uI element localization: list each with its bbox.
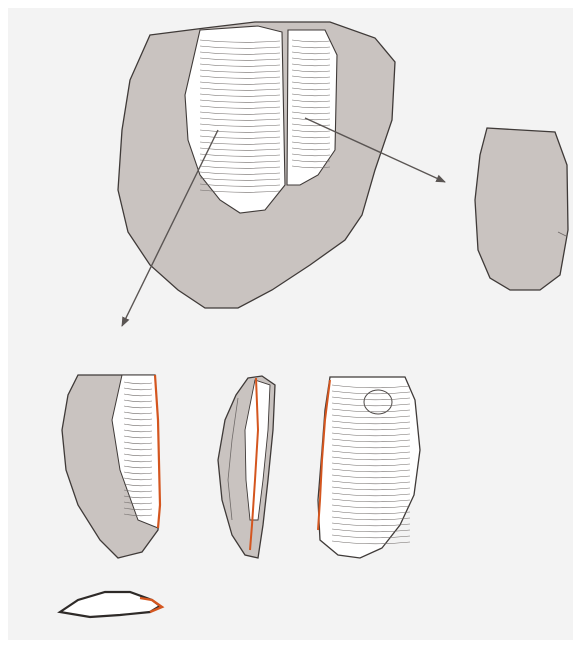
- blank-outline: [475, 128, 568, 290]
- blank-cortical-face: [475, 128, 568, 290]
